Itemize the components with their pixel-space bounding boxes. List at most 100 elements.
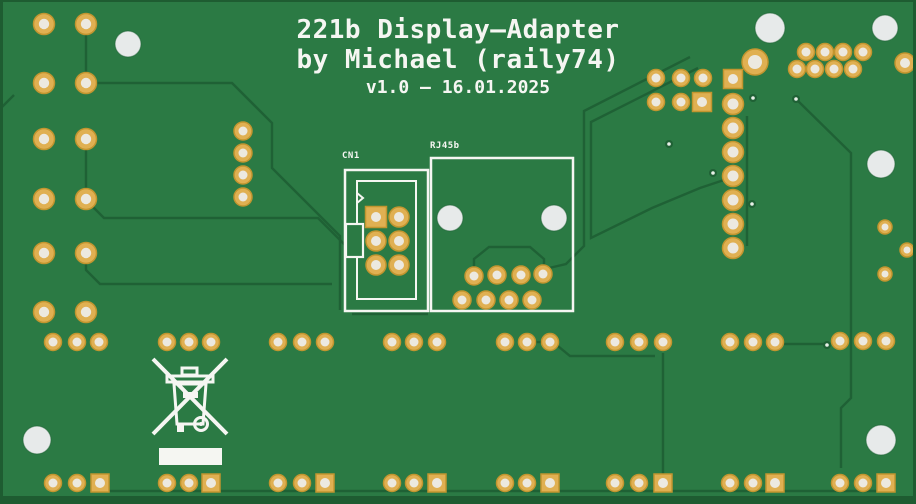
rj45-pin-pad-hole: [469, 271, 479, 281]
bottom-upper-row-pad-hole: [725, 337, 735, 347]
bottom-upper-row-pad-hole: [634, 337, 644, 347]
small-right-pad-hole: [903, 246, 911, 254]
left-block-pad-hole: [38, 247, 50, 259]
bottom-lower-row-pad-hole: [725, 478, 735, 488]
bottom-upper-row-pad-hole: [835, 336, 845, 346]
rj45-pin-pad-hole: [492, 270, 502, 280]
board-author: by Michael (raily74): [296, 45, 620, 75]
square-pad-hole: [432, 478, 442, 488]
bottom-upper-row-pad-hole: [273, 337, 283, 347]
weee-icon: [151, 357, 229, 436]
cn1-pin-pad-hole: [394, 260, 404, 270]
mounting-hole: [540, 204, 568, 232]
via-hole: [711, 171, 715, 175]
bottom-lower-row-pad-hole: [522, 478, 532, 488]
bottom-upper-row-pad-hole: [858, 336, 868, 346]
mid-column-pad-hole: [238, 148, 248, 158]
mounting-hole: [871, 14, 899, 42]
topright-cluster-pad-hole: [810, 64, 820, 74]
bottom-lower-row-pad-hole: [387, 478, 397, 488]
bottom-lower-row-pad-hole: [858, 478, 868, 488]
left-block-pad-hole: [38, 77, 50, 89]
bottom-upper-row-pad-hole: [522, 337, 532, 347]
copper-trace: [795, 98, 853, 468]
mid-column-pad-hole: [238, 126, 248, 136]
pin-column-pad-hole: [727, 98, 739, 110]
mounting-hole: [114, 30, 142, 58]
power-pad-hole: [748, 55, 762, 69]
bottom-lower-row-pad-hole: [634, 478, 644, 488]
rj45-pin-pad-hole: [538, 269, 548, 279]
bottom-upper-row-pad-hole: [748, 337, 758, 347]
bottom-upper-row-pad-hole: [545, 337, 555, 347]
bottom-upper-row-pad-hole: [72, 337, 82, 347]
bottom-upper-row-pad-hole: [387, 337, 397, 347]
square-pad-hole: [545, 478, 555, 488]
mounting-hole: [22, 425, 52, 455]
square-pad-hole: [95, 478, 105, 488]
left-block-pad-hole: [80, 18, 92, 30]
pin-column-pad-hole: [727, 242, 739, 254]
bottom-upper-row-pad-hole: [770, 337, 780, 347]
cn1-label: CN1: [342, 151, 360, 161]
pin-column-pad-hole: [727, 194, 739, 206]
small-right-pad-hole: [881, 270, 889, 278]
topright-cluster-pad-hole: [820, 47, 830, 57]
via-hole: [750, 202, 754, 206]
board-version-date: v1.0 — 16.01.2025: [365, 77, 551, 98]
left-block-pad-hole: [38, 193, 50, 205]
bottom-lower-row-pad-hole: [72, 478, 82, 488]
left-block-pad-hole: [80, 193, 92, 205]
topright-cluster-pad-hole: [829, 64, 839, 74]
mounting-holes-layer: [22, 12, 899, 456]
pin-column-pad-hole: [727, 122, 739, 134]
cn1-pin-pad-hole: [371, 236, 381, 246]
via-hole: [825, 343, 829, 347]
cn1-polarity-notch: [344, 222, 365, 259]
rj45-pin-pad-hole: [527, 295, 537, 305]
left-block-pad-hole: [38, 306, 50, 318]
cn1-pin-pad-hole: [394, 236, 404, 246]
mid-column-pad-hole: [238, 170, 248, 180]
bottom-upper-row-pad-hole: [94, 337, 104, 347]
left-block-pad-hole: [80, 306, 92, 318]
square-pad-hole: [770, 478, 780, 488]
topright-cluster-pad-hole: [801, 47, 811, 57]
ic-cluster-pad-hole: [676, 97, 686, 107]
copper-trace: [86, 81, 342, 310]
pin-column-pad-hole: [727, 170, 739, 182]
bottom-upper-row-pad-hole: [162, 337, 172, 347]
rj45b-connector-outline: [429, 156, 575, 313]
bottom-lower-row-pad-hole: [48, 478, 58, 488]
bottom-lower-row-pad-hole: [409, 478, 419, 488]
silkscreen-layer: [151, 156, 575, 465]
silkscreen-title-block: 221b Display—Adapter by Michael (raily74…: [0, 15, 916, 98]
square-pad-hole: [728, 74, 738, 84]
copper-trace: [527, 340, 655, 358]
bottom-lower-row-pad-hole: [297, 478, 307, 488]
square-pad-hole: [881, 478, 891, 488]
bottom-upper-row-pad-hole: [658, 337, 668, 347]
mounting-hole: [436, 204, 464, 232]
mounting-hole: [754, 12, 786, 44]
ic-cluster-pad-hole: [651, 73, 661, 83]
bottom-lower-row-pad-hole: [610, 478, 620, 488]
via-hole: [751, 96, 755, 100]
topright-cluster-pad-hole: [858, 47, 868, 57]
left-block-pad-hole: [80, 77, 92, 89]
ic-cluster-pad-hole: [676, 73, 686, 83]
ic-cluster-pad-hole: [651, 97, 661, 107]
topright-cluster-pad-hole: [838, 47, 848, 57]
topright-cluster-pad-hole: [848, 64, 858, 74]
square-pad-hole: [658, 478, 668, 488]
left-block-pad-hole: [38, 18, 50, 30]
left-block-pad-hole: [38, 133, 50, 145]
bottom-lower-row-pad-hole: [273, 478, 283, 488]
rj45-pin-pad-hole: [516, 270, 526, 280]
rj45-pin-pad-hole: [481, 295, 491, 305]
bottom-lower-row-pad-hole: [162, 478, 172, 488]
cn1-connector-outline: [343, 168, 430, 313]
